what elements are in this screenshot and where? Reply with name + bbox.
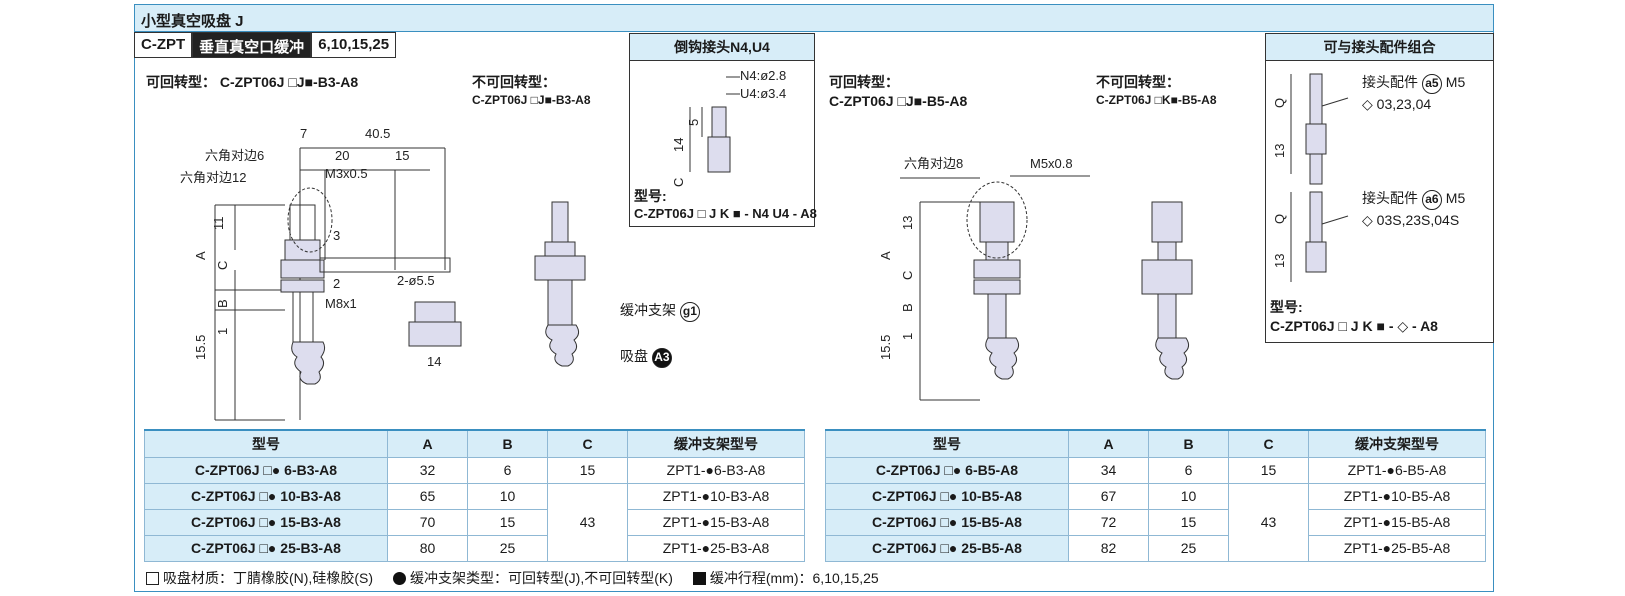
table-row: C-ZPT06J □● 10-B5-A8 67 10 43 ZPT1-●10-B… [825, 482, 1486, 562]
buffer-code-badge: g1 [679, 302, 700, 322]
barb-dim-u4: U4:ø3.4 [740, 86, 786, 101]
th-model: 型号 [144, 429, 388, 458]
series-code: C-ZPT [134, 32, 193, 58]
fitting-combo-box: 可与接头配件组合 Q 13 Q 13 接头配件 a5 M5 ◇ 03,23,04… [1265, 33, 1494, 343]
left-non-rotatable-label: 不可回转型： [472, 74, 556, 90]
th-bracket: 缓冲支架型号 [627, 429, 805, 458]
dim-hex12: 六角对边12 [180, 170, 246, 185]
barb-dim-14: 14 [671, 138, 686, 152]
spec-table-right: 型号 A B C 缓冲支架型号 C-ZPT06J □● 6-B5-A8 34 6… [825, 429, 1486, 562]
dim-r-b: B [900, 303, 915, 312]
spec-table-left: 型号 A B C 缓冲支架型号 C-ZPT06J □● 6-B3-A8 32 6… [144, 429, 805, 562]
page-title: 小型真空吸盘 J [134, 4, 1494, 32]
th-a: A [387, 429, 468, 458]
dim-r-c: C [900, 271, 915, 280]
drawing-right: 六角对边8 M5x0.8 13 A C B 15.5 1 [878, 156, 1193, 401]
barb-fitting-box: 倒钩接头N4,U4 N4:ø2.8 U4:ø3.4 5 14 C 型号: C-Z… [629, 33, 817, 227]
dim-r-1: 1 [900, 333, 915, 340]
dim-a: A [193, 251, 208, 260]
dim-11: 11 [211, 217, 226, 231]
table-row: C-ZPT06J □● 15-B5-A8 72 15 ZPT1-●15-B5-A… [825, 508, 1486, 536]
fitting2: 接头配件 a6 M5 [1362, 188, 1465, 210]
left-non-rotatable-model: C-ZPT06J □J■-B3-A8 [472, 93, 591, 107]
table-row: C-ZPT06J □● 6-B3-A8 32 6 15 ZPT1-●6-B3-A… [144, 456, 805, 484]
dim-14: 14 [427, 354, 441, 369]
table-row: C-ZPT06J □● 25-B3-A8 80 25 ZPT1-●25-B3-A… [144, 534, 805, 562]
right-rotatable-model: C-ZPT06J □J■-B5-A8 [829, 93, 968, 109]
barb-dim-n4: N4:ø2.8 [740, 68, 786, 83]
fit-dim-13b: 13 [1272, 254, 1287, 268]
barb-model-label: 型号: [634, 188, 667, 204]
buffer-bracket-note: 缓冲支架 g1 [620, 300, 700, 322]
dim-r-13: 13 [900, 216, 915, 230]
dim-3: 3 [333, 228, 340, 243]
fitting-box-title: 可与接头配件组合 [1266, 34, 1493, 61]
dim-b: B [215, 299, 230, 308]
dim-2: 2 [333, 276, 340, 291]
dim-7: 7 [300, 126, 307, 141]
th-a-r: A [1068, 429, 1149, 458]
th-model-r: 型号 [825, 429, 1069, 458]
table-row: C-ZPT06J □● 25-B5-A8 82 25 ZPT1-●25-B5-A… [825, 534, 1486, 562]
th-c: C [547, 429, 628, 458]
dim-20: 20 [335, 148, 349, 163]
left-rotatable: 可回转型： C-ZPT06J □J■-B3-A8 [146, 74, 359, 90]
right-rotatable-label: 可回转型： [829, 74, 899, 90]
fitting2-code: a6 [1421, 190, 1442, 210]
fit-dim-13a: 13 [1272, 144, 1287, 158]
dim-m8: M8x1 [325, 296, 357, 311]
table-row: C-ZPT06J □● 6-B5-A8 34 6 15 ZPT1-●6-B5-A… [825, 456, 1486, 484]
fitting-model-label: 型号: [1270, 299, 1303, 315]
dim-40-5: 40.5 [365, 126, 390, 141]
th-b: B [467, 429, 548, 458]
legend-bracket-type: 缓冲支架类型：可回转型(J),不可回转型(K) [393, 568, 673, 588]
th-bracket-r: 缓冲支架型号 [1308, 429, 1486, 458]
fitting1: 接头配件 a5 M5 [1362, 72, 1465, 94]
fitting-model: C-ZPT06J □ J K ■ - ◇ - A8 [1270, 318, 1438, 334]
square-icon [146, 572, 159, 585]
fitting1-options: ◇ 03,23,04 [1362, 96, 1432, 112]
dim-m5: M5x0.8 [1030, 156, 1073, 171]
pad-code-badge: A3 [651, 348, 672, 368]
fitting2-options: ◇ 03S,23S,04S [1362, 212, 1460, 228]
right-non-rotatable-model: C-ZPT06J □K■-B5-A8 [1096, 93, 1217, 107]
barb-dim-c: C [671, 178, 686, 187]
legend: 吸盘材质：丁腈橡胶(N),硅橡胶(S) 缓冲支架类型：可回转型(J),不可回转型… [146, 568, 879, 588]
barb-dim-5: 5 [686, 119, 701, 126]
fitting1-code: a5 [1421, 74, 1442, 94]
table-row: C-ZPT06J □● 15-B3-A8 70 15 ZPT1-●15-B3-A… [144, 508, 805, 536]
dim-r-a: A [878, 251, 893, 260]
dim-15-5: 15.5 [193, 335, 208, 360]
barb-model: C-ZPT06J □ J K ■ - N4 U4 - A8 [634, 206, 817, 221]
dim-2-5-5: 2-ø5.5 [397, 273, 435, 288]
drawing-left: 7 40.5 六角对边6 20 15 六角对边12 M3x0.5 11 3 A … [180, 126, 586, 421]
dim-c: C [215, 261, 230, 270]
series-row: C-ZPT 垂直真空口缓冲 6,10,15,25 [134, 32, 397, 58]
dim-hex6: 六角对边6 [205, 148, 264, 163]
table-row: C-ZPT06J □● 10-B3-A8 65 10 43 ZPT1-●10-B… [144, 482, 805, 562]
dim-15: 15 [395, 148, 409, 163]
dot-icon [393, 572, 406, 585]
th-b-r: B [1148, 429, 1229, 458]
legend-stroke: 缓冲行程(mm)：6,10,15,25 [692, 568, 879, 588]
fit-dim-q1: Q [1272, 98, 1287, 108]
th-c-r: C [1228, 429, 1309, 458]
dim-1: 1 [215, 328, 230, 335]
legend-material: 吸盘材质：丁腈橡胶(N),硅橡胶(S) [146, 568, 373, 588]
barb-box-title: 倒钩接头N4,U4 [630, 34, 814, 61]
series-description: 垂直真空口缓冲 [192, 32, 312, 58]
dim-r-15-5: 15.5 [878, 335, 893, 360]
series-strokes: 6,10,15,25 [311, 32, 397, 58]
pad-note: 吸盘 A3 [620, 346, 672, 368]
right-non-rotatable-label: 不可回转型： [1096, 74, 1180, 90]
dim-hex8: 六角对边8 [904, 156, 963, 171]
dim-m3: M3x0.5 [325, 166, 368, 181]
fit-dim-q2: Q [1272, 214, 1287, 224]
black-square-icon [692, 572, 706, 585]
